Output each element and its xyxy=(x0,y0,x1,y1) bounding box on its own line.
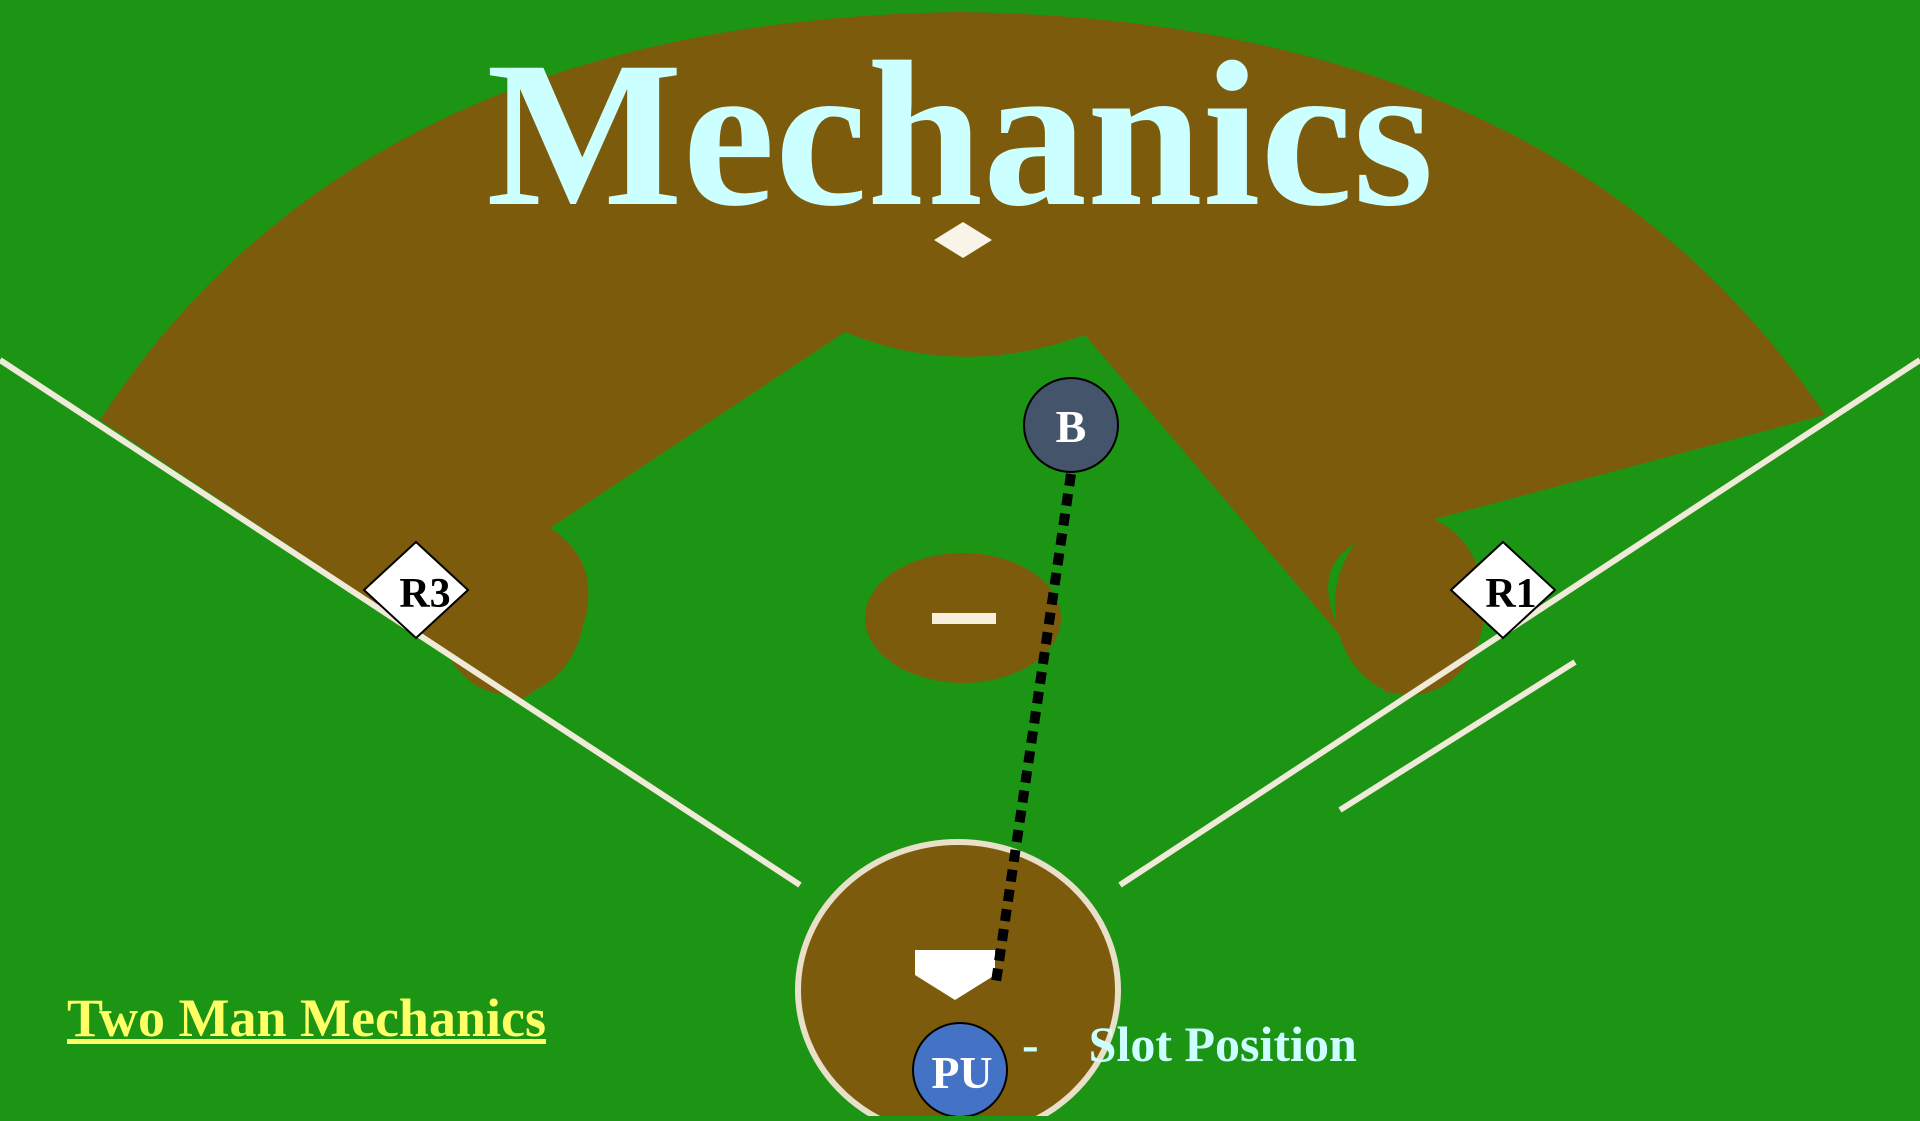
pitchers-rubber xyxy=(932,613,996,624)
runner-first-label: R1 xyxy=(1485,571,1536,617)
first-base-dirt xyxy=(1335,515,1485,695)
plate-umpire-marker: PU xyxy=(913,1023,1007,1116)
batter-label: B xyxy=(1056,401,1087,452)
legend-text: Slot Position xyxy=(1089,1016,1357,1072)
runner-third-label: R3 xyxy=(399,571,450,617)
legend-dash: - xyxy=(1022,1016,1039,1072)
two-man-mechanics-link[interactable]: Two Man Mechanics xyxy=(67,987,546,1049)
slot-position-legend: -Slot Position xyxy=(1022,1015,1357,1073)
third-base-dirt xyxy=(435,515,585,695)
page-title: Mechanics xyxy=(0,30,1920,238)
plate-umpire-label: PU xyxy=(931,1047,992,1098)
batter-marker: B xyxy=(1024,378,1118,472)
